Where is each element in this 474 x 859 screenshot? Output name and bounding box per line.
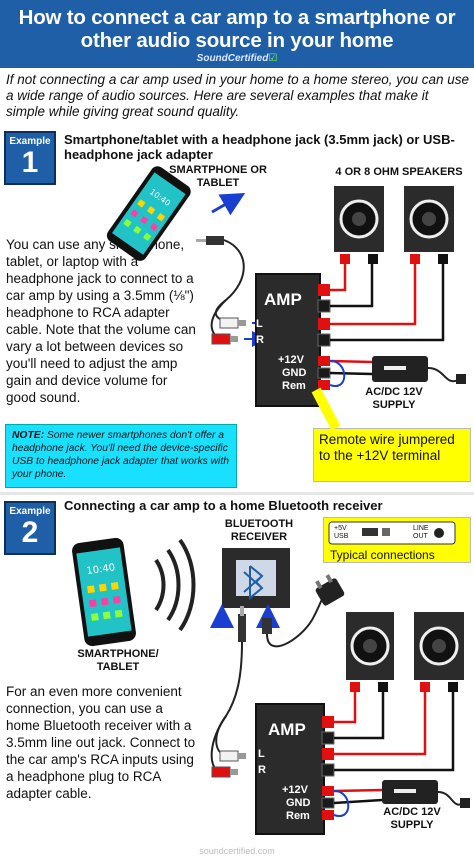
note-label: NOTE: [12,430,45,441]
example-2-title: Connecting a car amp to a home Bluetooth… [64,498,383,513]
smartphone-1-icon: 10:40 [106,166,191,261]
example-2-badge: Example 2 [4,501,56,555]
car-amplifier-2 [255,703,335,835]
speakers-caption: 4 OR 8 OHM SPEAKERS [335,166,463,178]
example-1-body: You can use any smartphone, tablet, or l… [6,237,196,405]
svg-text:10:40: 10:40 [86,562,116,577]
car-amplifier-1 [255,273,331,407]
example-1-title: Smartphone/tablet with a headphone jack … [64,132,455,162]
line-out-jack [434,528,444,538]
smartphone-tablet-caption: SMARTPHONE/ TABLET [77,648,159,673]
amp-2-gnd-label: GND [286,797,311,809]
amp-1-right-label: R [256,334,264,346]
footer-url: soundcertified.com [199,846,275,856]
port-panel-illustration [328,521,456,545]
amp-2-left-label: L [258,748,265,760]
section-divider [0,492,474,495]
arrow-icon [211,193,246,216]
amp-1-gnd-label: GND [282,367,307,379]
callout-pointer [311,387,341,431]
speaker-wires-1 [330,264,445,342]
amp-2-name: AMP [268,720,306,739]
wireless-signal-icon [154,538,196,632]
smartphone-2-icon: 10:40 [72,537,136,647]
note-text: Some newer smartphones don't offer a hea… [12,430,229,480]
amp-1-12v-label: +12V [278,354,304,366]
bluetooth-receiver-caption: BLUETOOTH RECEIVER [224,518,294,543]
page-title: How to connect a car amp to a smartphone… [18,6,456,52]
amp-1-left-label: L [256,318,263,330]
amp-1-name: AMP [264,290,302,309]
remote-wire-callout: Remote wire jumpered to the +12V termina… [313,428,471,482]
intro-text: If not connecting a car amp used in your… [6,72,470,119]
amp-1-rem-label: Rem [282,380,306,392]
speaker-wires-2 [334,692,455,772]
rca-cable [214,239,245,323]
amp-2-rem-label: Rem [286,810,310,822]
checkmark-icon: ☑ [268,53,278,64]
example-2-body: For an even more convenient connection, … [6,684,196,801]
bluetooth-receiver-icon [222,548,290,608]
speaker-3-icon [346,612,394,692]
smartphone-caption: SMARTPHONE OR TABLET [169,164,267,189]
usb-port [362,528,378,536]
supply-caption-2: AC/DC 12V SUPPLY [383,806,441,831]
brand-logo: SoundCertified☑ [196,53,278,64]
speaker-4-icon [414,612,464,692]
typical-connections-label: Typical connections [330,548,435,562]
headphone-plug-2 [238,614,246,642]
amp-2-right-label: R [258,764,266,776]
usb-plug [262,618,272,634]
rca-plug-white [219,317,246,329]
power-supply-2-icon [333,780,470,817]
rca-plug-red [211,333,238,345]
header-banner: How to connect a car amp to a smartphone… [0,0,474,68]
power-supply-1-icon [329,356,466,387]
amp-2-12v-label: +12V [282,784,308,796]
supply-caption-1: AC/DC 12V SUPPLY [365,386,423,411]
speaker-1-icon [334,186,384,264]
speaker-2-icon [404,186,454,264]
headphone-plug [206,236,224,245]
usb-power-adapter-icon [315,574,345,606]
note-box: NOTE: Some newer smartphones don't offer… [5,424,237,488]
bluetooth-icon [243,565,264,601]
example-1-badge: Example 1 [4,131,56,185]
